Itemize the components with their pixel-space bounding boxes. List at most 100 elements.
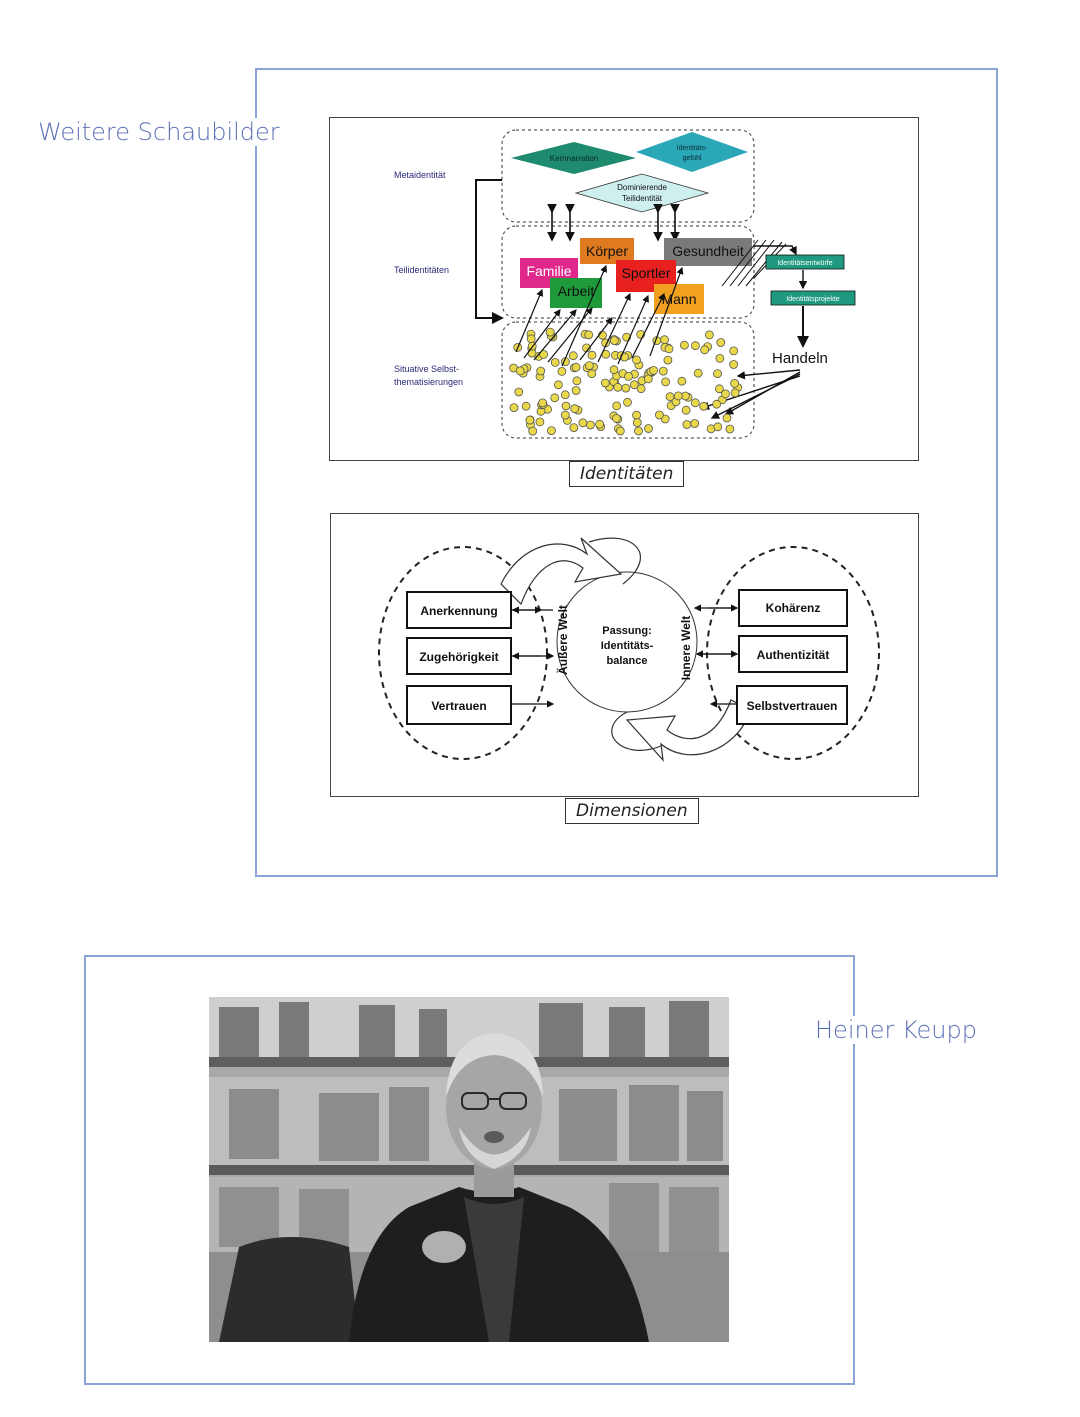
- selbstthematisierung-dot: [713, 400, 721, 408]
- meta-connector: [476, 180, 502, 318]
- outer-world-label: Äußere Welt: [555, 605, 570, 675]
- koerper-label: Körper: [586, 243, 628, 259]
- selbstthematisierung-dot: [537, 367, 545, 375]
- selbstthematisierung-dot: [664, 356, 672, 364]
- selbstthematisierung-dot: [586, 421, 594, 429]
- dominierend-label-2: Teilidentität: [622, 194, 663, 203]
- selbstthematisierung-dot: [612, 414, 620, 422]
- selbstthematisierung-dot: [714, 370, 722, 378]
- selbstthematisierung-dots: [510, 328, 742, 435]
- center-label-1: Passung:: [602, 625, 652, 637]
- selbstthematisierung-dot: [678, 377, 686, 385]
- selbstthematisierung-dot: [716, 354, 724, 362]
- selbstthematisierung-dot: [527, 335, 535, 343]
- arbeit-label: Arbeit: [558, 283, 595, 299]
- selbstthematisierung-dot: [694, 369, 702, 377]
- identity-diagram: Metaidentität Teilidentitäten Situative …: [329, 117, 919, 461]
- selbstthematisierung-dot: [655, 411, 663, 419]
- level-teil: Teilidentitäten: [394, 265, 449, 275]
- selbstthematisierung-dot: [635, 427, 643, 435]
- selbstthematisierung-dot: [691, 399, 699, 407]
- selbstthematisierung-dot: [680, 341, 688, 349]
- selbstthematisierung-dot: [558, 367, 566, 375]
- gesundheit-label: Gesundheit: [672, 243, 744, 259]
- selbstthematisierung-dot: [614, 383, 622, 391]
- selbstthematisierung-dot: [571, 405, 579, 413]
- selbstthematisierung-dot: [714, 423, 722, 431]
- level-situativ-2: thematisierungen: [394, 377, 463, 387]
- authentizitaet-label: Authentizität: [757, 648, 830, 662]
- gefuehl-diamond: [636, 132, 748, 172]
- selbstthematisierung-dot: [561, 411, 569, 419]
- portrait-photo-svg: [209, 997, 729, 1342]
- selbstthematisierung-dot: [551, 358, 559, 366]
- selbstthematisierung-dot: [601, 379, 609, 387]
- dominierend-label-1: Dominierende: [617, 183, 667, 192]
- section-title: Weitere Schaubilder: [38, 118, 282, 146]
- identity-diagram-svg: Metaidentität Teilidentitäten Situative …: [330, 118, 918, 460]
- zugehoerigkeit-label: Zugehörigkeit: [419, 650, 498, 664]
- mann-label: Mann: [661, 291, 696, 307]
- center-label-3: balance: [607, 655, 648, 667]
- selbstthematisierung-dot: [723, 414, 731, 422]
- selbstvertrauen-label: Selbstvertrauen: [747, 699, 838, 713]
- projekte-label: Identitätsprojekte: [786, 296, 839, 303]
- selbstthematisierung-dot: [596, 420, 604, 428]
- selbstthematisierung-dot: [726, 425, 734, 433]
- selbstthematisierung-dot: [588, 351, 596, 359]
- level-meta: Metaidentität: [394, 170, 446, 180]
- selbstthematisierung-dot: [585, 331, 593, 339]
- selbstthematisierung-dot: [650, 366, 658, 374]
- selbstthematisierung-dot: [572, 387, 580, 395]
- selbstthematisierung-dot: [701, 346, 709, 354]
- selbstthematisierung-dot: [562, 402, 570, 410]
- level-situativ-1: Situative Selbst-: [394, 364, 459, 374]
- caption-dimensionen: Dimensionen: [565, 798, 699, 824]
- kohaerenz-label: Kohärenz: [766, 601, 821, 615]
- selbstthematisierung-dot: [682, 406, 690, 414]
- selbstthematisierung-dot: [585, 362, 593, 370]
- selbstthematisierung-dot: [705, 331, 713, 339]
- selbstthematisierung-dot: [691, 342, 699, 350]
- selbstthematisierung-dot: [599, 331, 607, 339]
- left-boxes: Anerkennung Zugehörigkeit Vertrauen: [407, 592, 511, 724]
- selbstthematisierung-dot: [551, 394, 559, 402]
- selbstthematisierung-dot: [645, 425, 653, 433]
- selbstthematisierung-dot: [522, 402, 530, 410]
- entwuerfe-label: Identitätsentwürfe: [777, 260, 832, 267]
- selbstthematisierung-dot: [674, 392, 682, 400]
- selbstthematisierung-dot: [691, 420, 699, 428]
- selbstthematisierung-dot: [624, 398, 632, 406]
- selbstthematisierung-dot: [625, 372, 633, 380]
- selbstthematisierung-dot: [516, 367, 524, 375]
- selbstthematisierung-dot: [610, 366, 618, 374]
- selbstthematisierung-dot: [683, 421, 691, 429]
- sportler-label: Sportler: [621, 265, 670, 281]
- selbstthematisierung-dot: [662, 378, 670, 386]
- selbstthematisierung-dot: [731, 389, 739, 397]
- selbstthematisierung-dot: [633, 419, 641, 427]
- selbstthematisierung-dot: [536, 418, 544, 426]
- selbstthematisierung-dot: [633, 356, 641, 364]
- selbstthematisierung-dot: [731, 379, 739, 387]
- vertrauen-label: Vertrauen: [431, 699, 486, 713]
- dominierend-diamond: [576, 174, 708, 212]
- handeln-label: Handeln: [772, 350, 828, 367]
- selbstthematisierung-dot: [622, 384, 630, 392]
- selbstthematisierung-dot: [730, 347, 738, 355]
- kernnarration-label: Kernnarration: [550, 154, 598, 163]
- inner-world-label: Innere Welt: [679, 616, 693, 680]
- gefuehl-label-2: gefühl: [682, 155, 702, 162]
- anerkennung-label: Anerkennung: [420, 604, 497, 618]
- selbstthematisierung-dot: [730, 361, 738, 369]
- selbstthematisierung-dot: [529, 427, 537, 435]
- dimension-diagram-svg: Anerkennung Zugehörigkeit Vertrauen Kohä…: [331, 514, 918, 796]
- selbstthematisierung-dot: [572, 363, 580, 371]
- selbstthematisierung-dot: [644, 375, 652, 383]
- selbstthematisierung-dot: [515, 388, 523, 396]
- selbstthematisierung-dot: [548, 427, 556, 435]
- selbstthematisierung-dot: [569, 352, 577, 360]
- selbstthematisierung-dot: [610, 337, 618, 345]
- selbstthematisierung-dot: [665, 345, 673, 353]
- selbstthematisierung-dot: [573, 377, 581, 385]
